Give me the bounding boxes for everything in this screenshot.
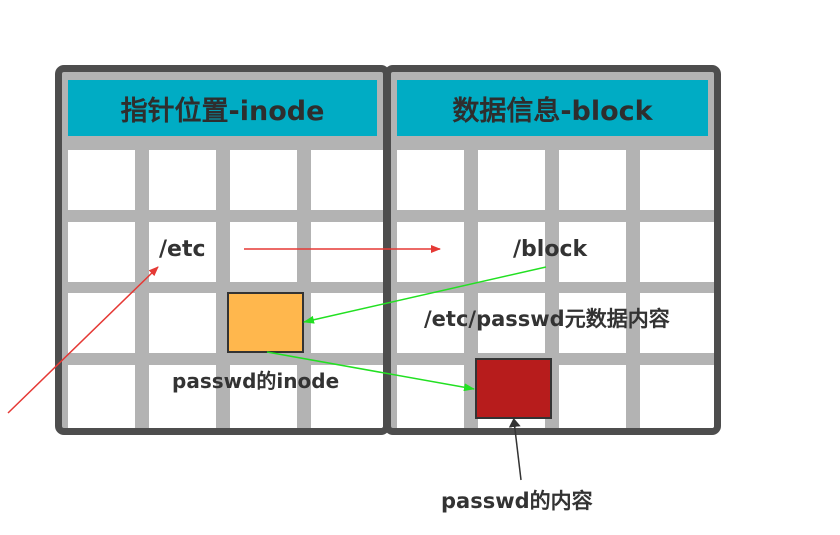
inode-cell: [311, 150, 383, 210]
block-cell: [397, 150, 464, 210]
block-panel: 数据信息-block: [384, 65, 721, 435]
passwd-content-label: passwd的内容: [441, 489, 593, 513]
passwd-inode-label: passwd的inode: [172, 369, 340, 393]
passwd-metadata-label: /etc/passwd元数据内容: [424, 307, 670, 331]
inode-cell: [149, 293, 216, 353]
green-inode-to-content-arrow: [266, 351, 475, 392]
block-label: /block: [513, 237, 588, 262]
block-cell: [640, 222, 714, 282]
block-cell: [640, 293, 714, 353]
inode-cell: [311, 222, 383, 282]
inode-cell: [149, 222, 216, 282]
block-cell: [478, 150, 545, 210]
inode-panel: 指针位置-inode: [55, 65, 390, 435]
dark-content-label-arrow: [508, 418, 522, 481]
passwd-inode-box: [227, 292, 304, 353]
block-cell: [478, 222, 545, 282]
block-cell: [559, 365, 626, 428]
inode-cell: [149, 365, 216, 428]
red-pointer-arrow: [7, 266, 159, 414]
block-cell: [478, 293, 545, 353]
block-cell: [640, 365, 714, 428]
etc-label: /etc: [159, 237, 206, 262]
inode-cell: [311, 293, 383, 353]
inode-cell: [230, 365, 297, 428]
inode-cell: [68, 365, 135, 428]
block-cell: [559, 293, 626, 353]
inode-cell: [68, 150, 135, 210]
inode-panel-title: 指针位置-inode: [68, 80, 377, 136]
inode-cell: [311, 365, 383, 428]
block-cell: [559, 222, 626, 282]
inode-cell: [68, 222, 135, 282]
block-cell: [397, 293, 464, 353]
inode-cell: [230, 222, 297, 282]
block-panel-title: 数据信息-block: [397, 80, 708, 136]
green-block-to-inode-arrow: [303, 266, 547, 324]
passwd-content-box: [475, 358, 552, 419]
block-cell: [640, 150, 714, 210]
block-cell: [397, 222, 464, 282]
block-cell: [397, 365, 464, 428]
inode-cell: [149, 150, 216, 210]
inode-cell: [230, 150, 297, 210]
block-cell: [559, 150, 626, 210]
